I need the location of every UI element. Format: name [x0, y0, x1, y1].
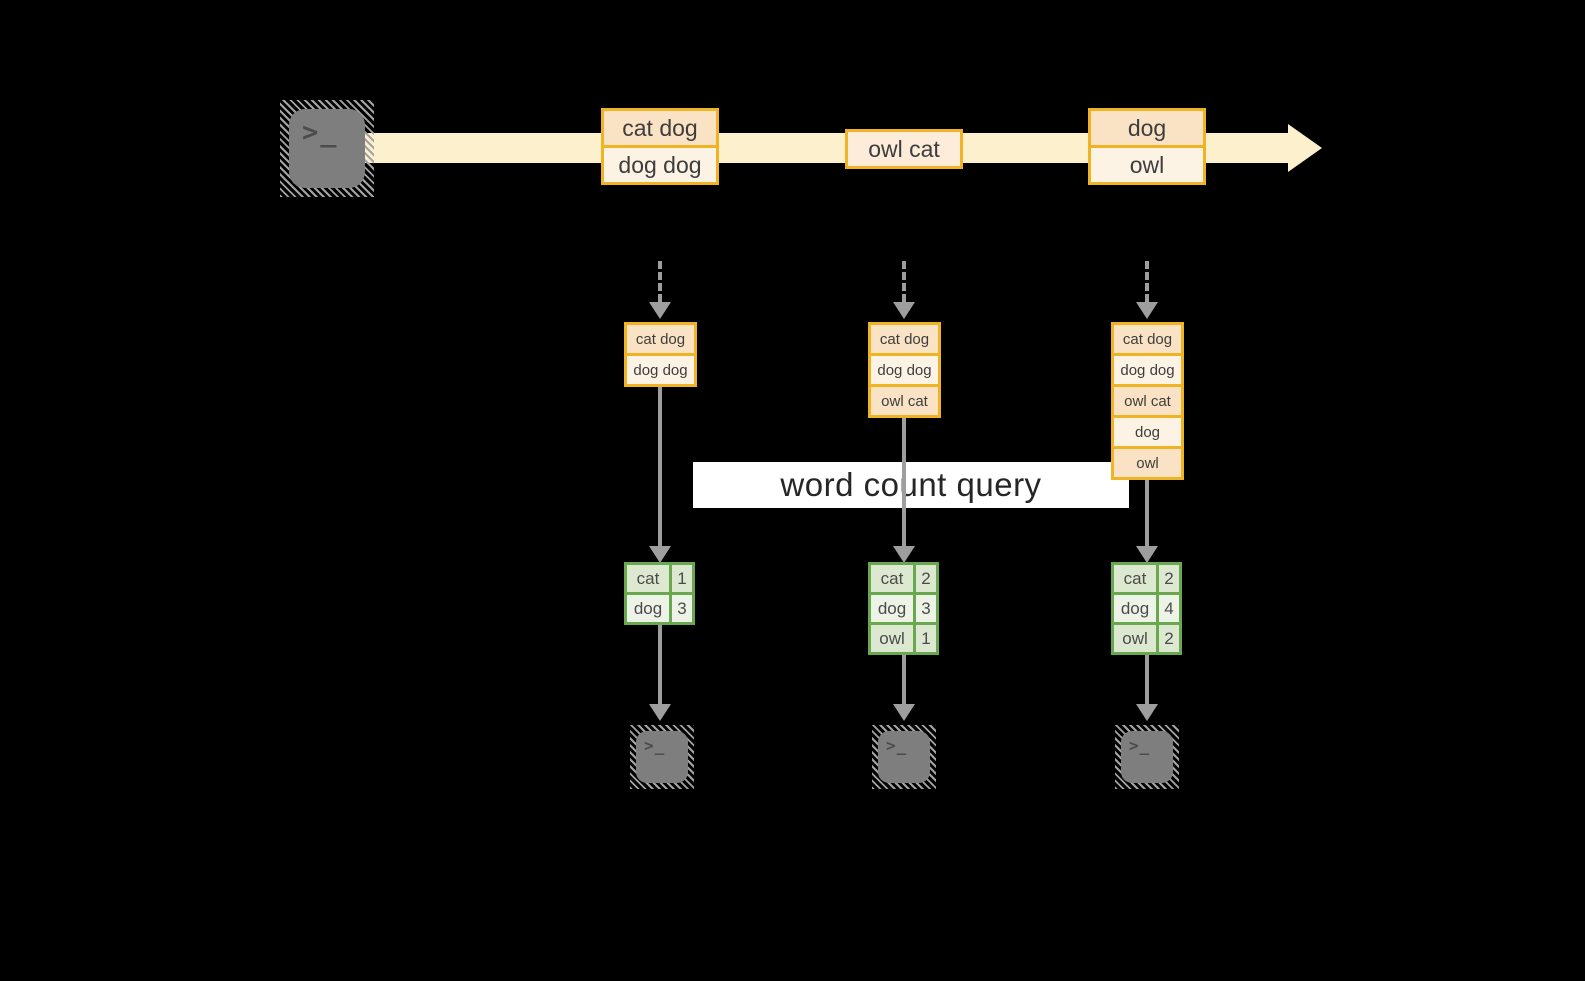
- terminal-body: >_: [289, 109, 365, 188]
- count-word-cell: dog: [627, 595, 669, 622]
- arrowhead-down-icon: [1136, 704, 1158, 721]
- terminal-body: >_: [878, 731, 930, 783]
- count-value-cell: 1: [672, 565, 692, 592]
- arrowhead-down-icon: [649, 546, 671, 563]
- buffer-row: dog: [1114, 415, 1181, 446]
- event-row: dog dog: [604, 145, 716, 182]
- state-buffer-box: cat dog dog dog: [624, 322, 697, 387]
- word-count-table: cat 2 dog 4 owl 2: [1111, 562, 1182, 655]
- count-word-cell: dog: [871, 595, 913, 622]
- count-word-cell: owl: [1114, 625, 1156, 652]
- terminal-icon: >_: [630, 725, 694, 789]
- buffer-row: dog dog: [1114, 353, 1181, 384]
- state-buffer-box: cat dog dog dog owl cat: [868, 322, 941, 418]
- stream-event-box: cat dog dog dog: [601, 108, 719, 185]
- arrowhead-down-icon: [649, 302, 671, 319]
- word-count-table: cat 2 dog 3 owl 1: [868, 562, 939, 655]
- buffer-row: owl cat: [1114, 384, 1181, 415]
- buffer-row: owl: [1114, 446, 1181, 477]
- connector-line: [658, 387, 662, 547]
- terminal-icon: >_: [280, 100, 374, 197]
- count-word-cell: dog: [1114, 595, 1156, 622]
- connector-line: [1145, 480, 1149, 546]
- terminal-icon: >_: [872, 725, 936, 789]
- buffer-row: dog dog: [871, 353, 938, 384]
- event-row: owl: [1091, 145, 1203, 182]
- dashed-arrow-line: [658, 261, 662, 302]
- terminal-prompt-icon: >_: [644, 736, 666, 755]
- count-value-cell: 4: [1159, 595, 1179, 622]
- dashed-arrow-line: [902, 261, 906, 302]
- count-value-cell: 1: [916, 625, 936, 652]
- connector-line: [658, 625, 662, 705]
- buffer-row: dog dog: [627, 353, 694, 384]
- connector-line: [902, 655, 906, 705]
- stream-arrowhead-icon: [1288, 124, 1322, 172]
- state-buffer-box: cat dog dog dog owl cat dog owl: [1111, 322, 1184, 480]
- stream-event-box: owl cat: [845, 129, 963, 169]
- event-row: cat dog: [604, 111, 716, 145]
- event-row: dog: [1091, 111, 1203, 145]
- count-value-cell: 2: [1159, 625, 1179, 652]
- stream-event-box: dog owl: [1088, 108, 1206, 185]
- query-band: word count query: [693, 462, 1129, 508]
- terminal-prompt-icon: >_: [1129, 736, 1151, 755]
- arrowhead-down-icon: [649, 704, 671, 721]
- arrowhead-down-icon: [1136, 546, 1158, 563]
- terminal-body: >_: [1121, 731, 1173, 783]
- arrowhead-down-icon: [893, 704, 915, 721]
- count-value-cell: 2: [1159, 565, 1179, 592]
- arrowhead-down-icon: [893, 302, 915, 319]
- query-label: word count query: [780, 466, 1042, 503]
- connector-line: [902, 417, 906, 546]
- buffer-row: cat dog: [871, 325, 938, 353]
- count-word-cell: cat: [871, 565, 913, 592]
- terminal-prompt-icon: >_: [302, 117, 339, 148]
- buffer-row: cat dog: [627, 325, 694, 353]
- buffer-row: owl cat: [871, 384, 938, 415]
- word-count-table: cat 1 dog 3: [624, 562, 695, 625]
- terminal-body: >_: [636, 731, 688, 783]
- count-value-cell: 2: [916, 565, 936, 592]
- dashed-arrow-line: [1145, 261, 1149, 302]
- count-word-cell: owl: [871, 625, 913, 652]
- connector-line: [1145, 655, 1149, 705]
- count-word-cell: cat: [627, 565, 669, 592]
- arrowhead-down-icon: [893, 546, 915, 563]
- arrowhead-down-icon: [1136, 302, 1158, 319]
- count-word-cell: cat: [1114, 565, 1156, 592]
- terminal-prompt-icon: >_: [886, 736, 908, 755]
- event-row: owl cat: [848, 132, 960, 166]
- buffer-row: cat dog: [1114, 325, 1181, 353]
- count-value-cell: 3: [916, 595, 936, 622]
- count-value-cell: 3: [672, 595, 692, 622]
- terminal-icon: >_: [1115, 725, 1179, 789]
